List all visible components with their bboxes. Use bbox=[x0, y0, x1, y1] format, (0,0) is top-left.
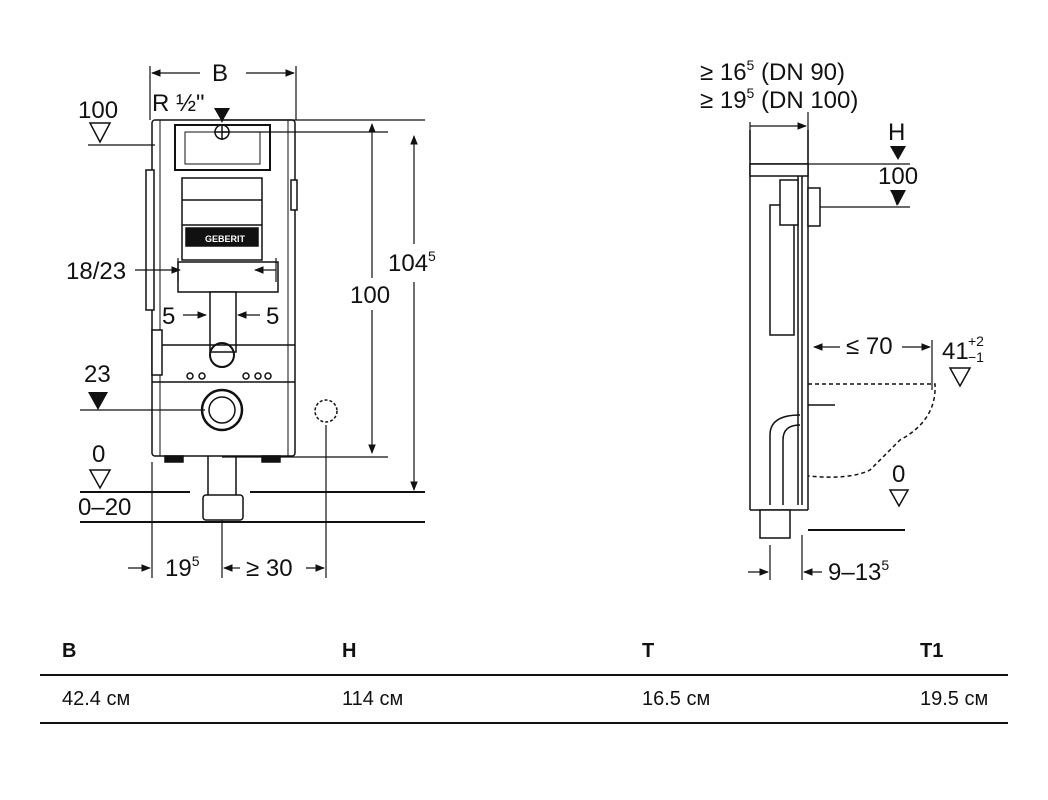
dim-41-minus: −1 bbox=[968, 349, 984, 365]
waste-outlet bbox=[200, 388, 244, 432]
geberit-logo bbox=[185, 227, 259, 247]
side-level-0-label: 0 bbox=[892, 461, 905, 488]
flush-plate bbox=[181, 177, 263, 261]
r-half-label: R ½" bbox=[152, 90, 205, 117]
dim-30-label: ≥ 30 bbox=[246, 555, 293, 582]
table-row: 42.4 см 114 см 16.5 см 19.5 см bbox=[40, 674, 1008, 724]
value-t: 16.5 см bbox=[642, 688, 711, 710]
dim-9-13-label: 9–135 bbox=[828, 557, 889, 586]
front-view bbox=[80, 119, 425, 523]
level-0-label: 0 bbox=[92, 441, 105, 468]
header-b: B bbox=[62, 640, 77, 662]
dim-100-label: 100 bbox=[350, 282, 390, 309]
dim-41-label: 41 bbox=[942, 338, 969, 365]
side-dimensions bbox=[748, 112, 933, 580]
value-h: 114 см bbox=[342, 688, 404, 710]
installation-drawing: B R ½" 100 18/23 5 5 23 0 0–20 195 ≥ 30 … bbox=[66, 57, 984, 586]
side-100-label: 100 bbox=[878, 163, 918, 190]
value-t1: 19.5 см bbox=[920, 688, 989, 710]
side-view bbox=[749, 130, 936, 539]
value-b: 42.4 см bbox=[62, 688, 131, 710]
t-dn100-label: ≥ 195 (DN 100) bbox=[700, 85, 858, 114]
electrical-box bbox=[314, 399, 338, 423]
dim-41-plus: +2 bbox=[968, 333, 984, 349]
dim-b-label: B bbox=[212, 60, 228, 87]
header-t: T bbox=[642, 640, 655, 662]
front-dimensions bbox=[80, 66, 425, 578]
dim-h-label: H bbox=[888, 119, 905, 146]
t-dn90-label: ≥ 165 (DN 90) bbox=[700, 57, 845, 86]
dim-19-5-label: 195 bbox=[165, 553, 200, 582]
header-h: H bbox=[342, 640, 357, 662]
level-100-label: 100 bbox=[78, 97, 118, 124]
geberit-logo-text: GEBERIT bbox=[205, 234, 246, 244]
dimensions-table: B H T T1 42.4 см 114 см 16.5 см 19.5 см bbox=[40, 628, 1008, 724]
dim-104-5-label: 1045 bbox=[388, 248, 436, 277]
dim-5-left-label: 5 bbox=[162, 303, 175, 330]
table-header-row: B H T T1 bbox=[40, 628, 1008, 674]
dim-18-23-label: 18/23 bbox=[66, 258, 126, 285]
header-t1: T1 bbox=[920, 640, 944, 662]
dim-23-label: 23 bbox=[84, 361, 111, 388]
wc-bowl bbox=[807, 383, 936, 478]
dim-0-20-label: 0–20 bbox=[78, 494, 131, 521]
dim-70-label: ≤ 70 bbox=[846, 333, 893, 360]
dim-5-right-label: 5 bbox=[266, 303, 279, 330]
